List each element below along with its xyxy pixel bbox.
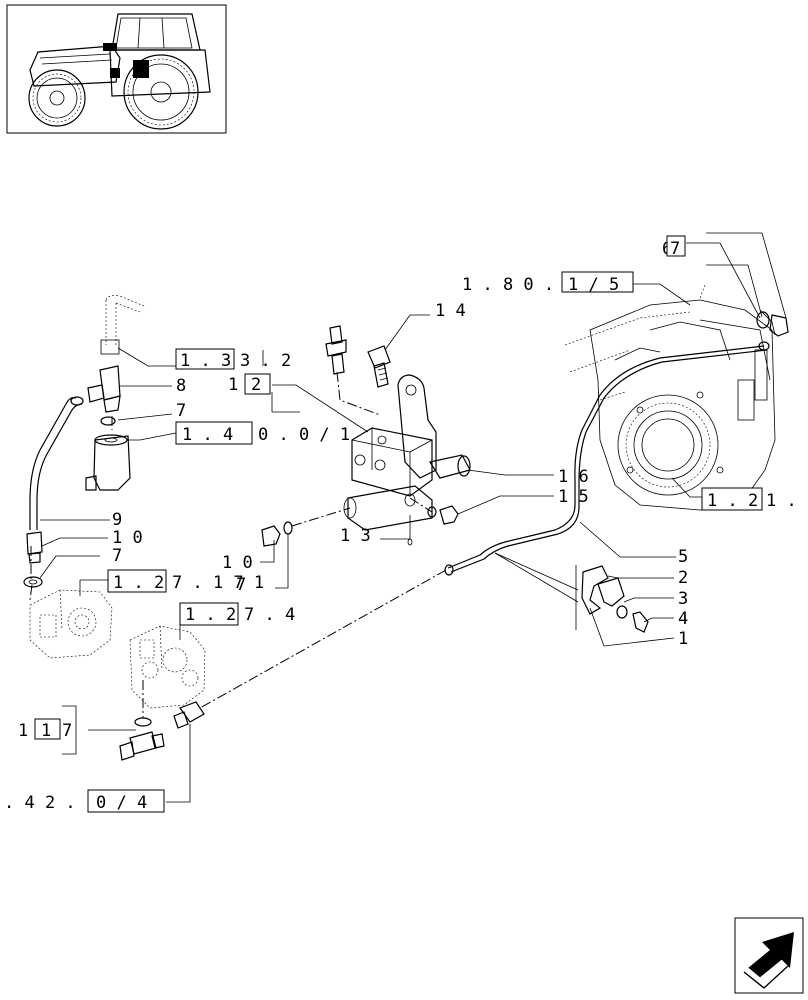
pipe-5 <box>444 345 768 576</box>
previous-page-arrow-icon[interactable] <box>734 917 804 994</box>
transmission-housing <box>564 284 776 511</box>
part-label: 2 <box>251 375 261 395</box>
left-assembly <box>23 295 145 659</box>
ref-suffix: 7 . 4 <box>244 605 295 625</box>
part-12[interactable]: 1 2 <box>228 373 271 395</box>
ref-boxed: 1 . 4 <box>182 425 233 445</box>
part-3[interactable]: 3 <box>678 589 688 609</box>
ref-boxed: 1 . 2 <box>185 605 236 625</box>
ref-1-80[interactable]: 1 . 8 0 . 1 / 5 <box>462 271 634 295</box>
part-7-right[interactable]: 7 <box>236 575 246 595</box>
ref-boxed: 0 / 4 <box>96 793 147 813</box>
part-14[interactable]: 1 4 <box>435 301 466 321</box>
part-4[interactable]: 4 <box>678 609 688 629</box>
part-6-7[interactable]: 6 7 <box>662 235 686 259</box>
leader-lines <box>39 232 787 803</box>
ref-1-27-17[interactable]: 1 . 2 7 . 1 7 1 <box>107 569 264 593</box>
part-label: 1 <box>228 375 238 395</box>
part-13[interactable]: 1 3 <box>340 526 371 546</box>
part-16[interactable]: 1 6 <box>558 467 589 487</box>
tractor-thumbnail <box>6 4 227 134</box>
part-5[interactable]: 5 <box>678 547 688 567</box>
part-11-7[interactable]: 1 1 7 <box>18 718 72 741</box>
ref-42[interactable]: . 4 2 . 0 / 4 <box>4 789 165 813</box>
ref-suffix: 1 . <box>766 491 797 511</box>
ref-1-40[interactable]: 1 . 4 0 . 0 / 1 <box>175 421 350 445</box>
tee-fitting-11 <box>119 701 205 761</box>
ref-1-27-4[interactable]: 1 . 2 7 . 4 <box>179 602 295 626</box>
ref-prefix: 1 . 8 0 . <box>462 275 554 295</box>
part-15[interactable]: 1 5 <box>558 487 589 507</box>
valve-block <box>343 374 471 546</box>
fittings-10-7 <box>261 521 293 547</box>
part-7-left[interactable]: 7 <box>112 546 122 566</box>
ref-boxed: 1 . 3 <box>180 351 231 371</box>
control-valve <box>129 625 206 709</box>
part-label: 7 <box>670 239 680 259</box>
ref-boxed: 1 . 2 <box>113 573 164 593</box>
ref-suffix: 7 . 1 7 1 <box>172 573 264 593</box>
part-label: 1 <box>18 721 28 741</box>
part-10-left[interactable]: 1 0 <box>112 528 143 548</box>
part-label: 7 <box>62 721 72 741</box>
part-9[interactable]: 9 <box>112 510 122 530</box>
part-2[interactable]: 2 <box>678 568 688 588</box>
ref-1-21[interactable]: 1 . 2 1 . <box>701 487 797 511</box>
part-8[interactable]: 8 <box>176 376 186 396</box>
part-1[interactable]: 1 <box>678 629 688 649</box>
ref-boxed: 1 . 2 <box>707 491 758 511</box>
fittings-15-16 <box>427 505 459 525</box>
ref-1-33[interactable]: 1 . 3 3 . 2 <box>175 348 291 371</box>
ref-suffix: 0 . 0 / 1 <box>258 425 350 445</box>
part-7-upper[interactable]: 7 <box>176 401 186 421</box>
ref-prefix: . 4 2 . <box>4 793 76 813</box>
bolt-14 <box>325 325 391 388</box>
part-10-right[interactable]: 1 0 <box>222 553 253 573</box>
part-label: 1 <box>41 721 51 741</box>
ref-suffix: 3 . 2 <box>240 351 291 371</box>
pipe-clamp <box>575 565 649 633</box>
ref-boxed: 1 / 5 <box>568 275 619 295</box>
